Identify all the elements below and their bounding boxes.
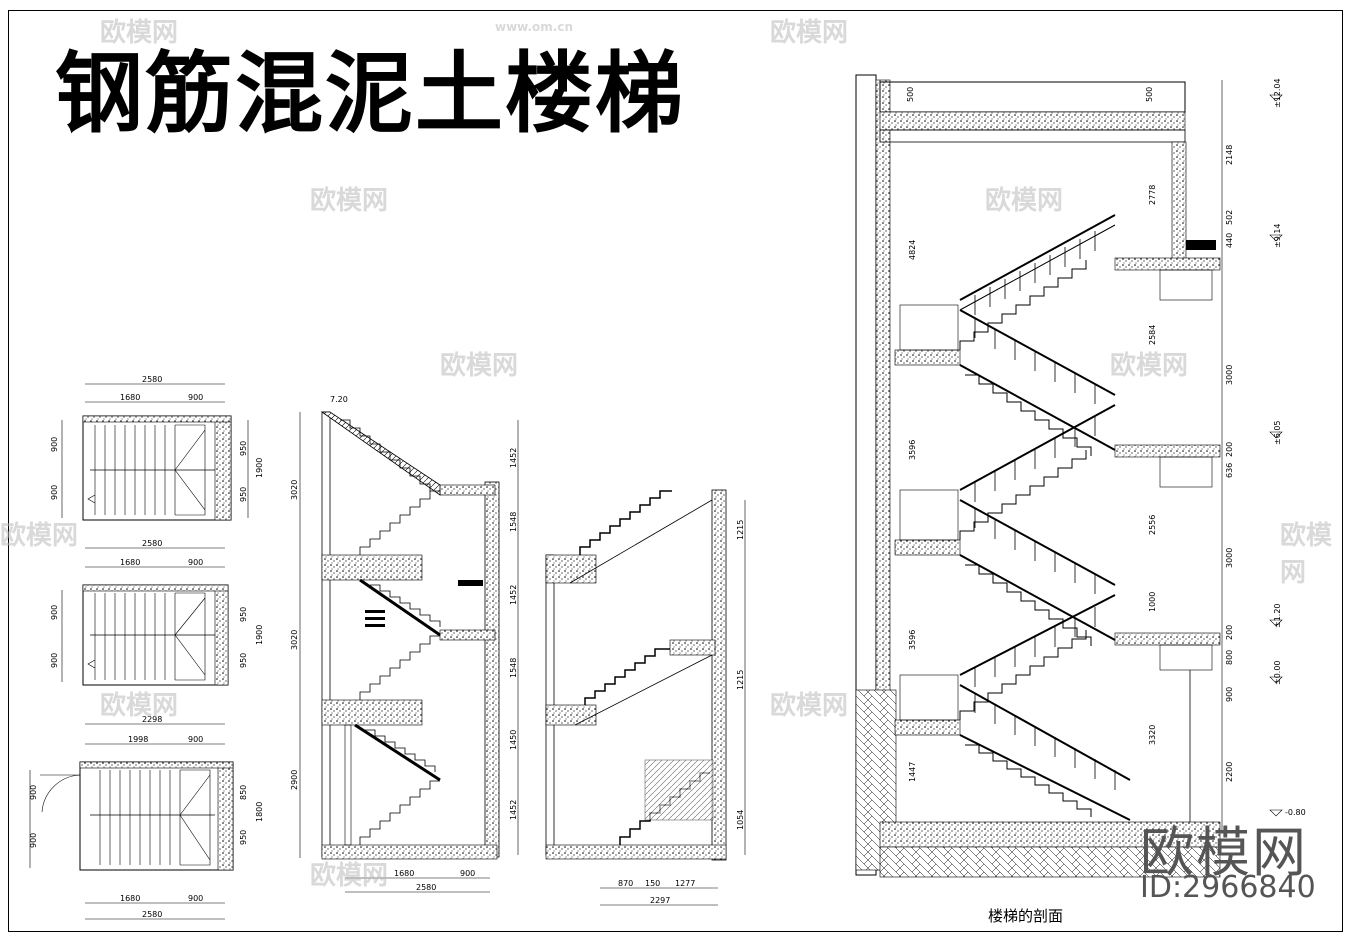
dim-label: 500 xyxy=(1145,87,1154,102)
dim-label: 1680 xyxy=(394,869,414,878)
dim-label: 2580 xyxy=(142,539,162,548)
drawing-frame xyxy=(8,10,1343,932)
dim-label: 1054 xyxy=(736,810,745,830)
watermark-logo: 欧模网 xyxy=(985,186,1064,216)
watermark-logo: 欧模网 xyxy=(100,18,179,48)
dim-label: 200 xyxy=(1225,442,1234,457)
dim-label: 3000 xyxy=(1225,365,1234,385)
watermark-logo: 欧模网 xyxy=(1280,521,1333,588)
dim-label: 950 xyxy=(239,830,248,845)
dim-label: 1452 xyxy=(509,800,518,820)
dim-label: 900 xyxy=(1225,687,1234,702)
dim-label: 2900 xyxy=(290,770,299,790)
dim-label: 1215 xyxy=(736,670,745,690)
dim-label: 1998 xyxy=(128,735,148,744)
dim-label: 900 xyxy=(50,653,59,668)
dim-label: 900 xyxy=(50,485,59,500)
watermark-brand-large: 欧模网 xyxy=(1140,821,1308,884)
dim-label: 950 xyxy=(239,653,248,668)
page-title: 钢筋混泥土楼梯 xyxy=(55,42,686,145)
dim-label: 500 xyxy=(906,87,915,102)
main-stair-section: 500 500 xyxy=(855,74,1306,878)
dim-label: 950 xyxy=(239,607,248,622)
dim-label: 1900 xyxy=(255,625,264,645)
section-view-a: 7.20 3020 3020 2900 1452 1548 1452 15 xyxy=(290,395,519,893)
dim-label: 1452 xyxy=(509,585,518,605)
section-view-b: 1215 1215 1054 870 150 1277 2297 xyxy=(545,489,746,906)
dim-label: 900 xyxy=(29,785,38,800)
dim-label: 870 xyxy=(618,879,633,888)
dim-label: 3320 xyxy=(1148,725,1157,745)
dim-label: 900 xyxy=(188,393,203,402)
level-mark: ±0.00 xyxy=(1273,660,1282,685)
level-mark: 7.20 xyxy=(330,395,348,404)
dim-label: 2584 xyxy=(1148,325,1157,345)
level-mark: ±6.05 xyxy=(1273,420,1282,445)
dim-label: 1215 xyxy=(736,520,745,540)
dim-label: 2200 xyxy=(1225,762,1234,782)
dim-label: 800 xyxy=(1225,650,1234,665)
dim-label: 950 xyxy=(239,441,248,456)
dim-label: 3000 xyxy=(1225,548,1234,568)
dim-label: 200 xyxy=(1225,625,1234,640)
dim-label: 2298 xyxy=(142,715,162,724)
watermark-logo: 欧模网 xyxy=(310,861,389,891)
watermark-url: www.om.cn xyxy=(495,20,574,34)
dim-label: 1548 xyxy=(509,658,518,678)
dim-label: 1277 xyxy=(675,879,695,888)
dim-label: 2297 xyxy=(650,896,670,905)
dim-label: 502 xyxy=(1225,210,1234,225)
dim-label: 850 xyxy=(239,785,248,800)
dim-label: 1800 xyxy=(255,802,264,822)
plan-view-upper: 2580 1680 900 900 900 950 950 1900 2580 xyxy=(50,375,264,549)
watermark-logo: 欧模网 xyxy=(100,691,179,721)
dim-label: 3020 xyxy=(290,480,299,500)
dim-label: 440 xyxy=(1225,233,1234,248)
dim-label: 1450 xyxy=(509,730,518,750)
dim-label: 950 xyxy=(239,487,248,502)
dim-label: 1000 xyxy=(1148,592,1157,612)
dim-label: 1452 xyxy=(509,448,518,468)
dim-label: 1548 xyxy=(509,512,518,532)
level-mark: ±1.20 xyxy=(1273,603,1282,628)
dim-label: 900 xyxy=(29,833,38,848)
dim-label: 1680 xyxy=(120,393,140,402)
watermark-logo: 欧模网 xyxy=(770,18,849,48)
dim-label: 1680 xyxy=(120,894,140,903)
watermark-logo: 欧模网 xyxy=(1110,351,1189,381)
dim-label: 3596 xyxy=(908,440,917,460)
dim-label: 3020 xyxy=(290,630,299,650)
level-mark: ±9.14 xyxy=(1273,223,1282,248)
dim-label: 150 xyxy=(645,879,660,888)
dim-label: 2580 xyxy=(142,375,162,384)
level-mark: ±12.04 xyxy=(1273,78,1282,108)
dim-label: 2580 xyxy=(416,883,436,892)
watermark-logo: 欧模网 xyxy=(0,521,79,551)
dim-label: 1447 xyxy=(908,762,917,782)
dim-label: 2148 xyxy=(1225,145,1234,165)
dim-label: 900 xyxy=(188,558,203,567)
dim-label: 2556 xyxy=(1148,515,1157,535)
plan-view-middle: 1680 900 900 900 950 950 1900 2298 1998 … xyxy=(50,558,264,745)
watermark-logo: 欧模网 xyxy=(310,186,389,216)
watermark-logo: 欧模网 xyxy=(770,691,849,721)
dim-label: 2778 xyxy=(1148,185,1157,205)
dim-label: 2580 xyxy=(142,910,162,919)
watermark-id: ID:2966840 xyxy=(1140,870,1316,905)
plan-view-lower: 900 900 850 950 1800 1680 900 2580 xyxy=(29,761,264,920)
dim-label: 900 xyxy=(188,894,203,903)
dim-label: 1900 xyxy=(255,458,264,478)
dim-label: 900 xyxy=(50,605,59,620)
dim-label: 900 xyxy=(460,869,475,878)
section-caption: 楼梯的剖面 xyxy=(988,907,1064,925)
dim-label: 636 xyxy=(1225,463,1234,478)
dim-label: 4824 xyxy=(908,240,917,260)
dim-label: 900 xyxy=(188,735,203,744)
watermark-logo: 欧模网 xyxy=(440,351,519,381)
dim-label: 900 xyxy=(50,437,59,452)
dim-label: 1680 xyxy=(120,558,140,567)
dim-label: 3596 xyxy=(908,630,917,650)
level-mark: -0.80 xyxy=(1285,808,1306,817)
